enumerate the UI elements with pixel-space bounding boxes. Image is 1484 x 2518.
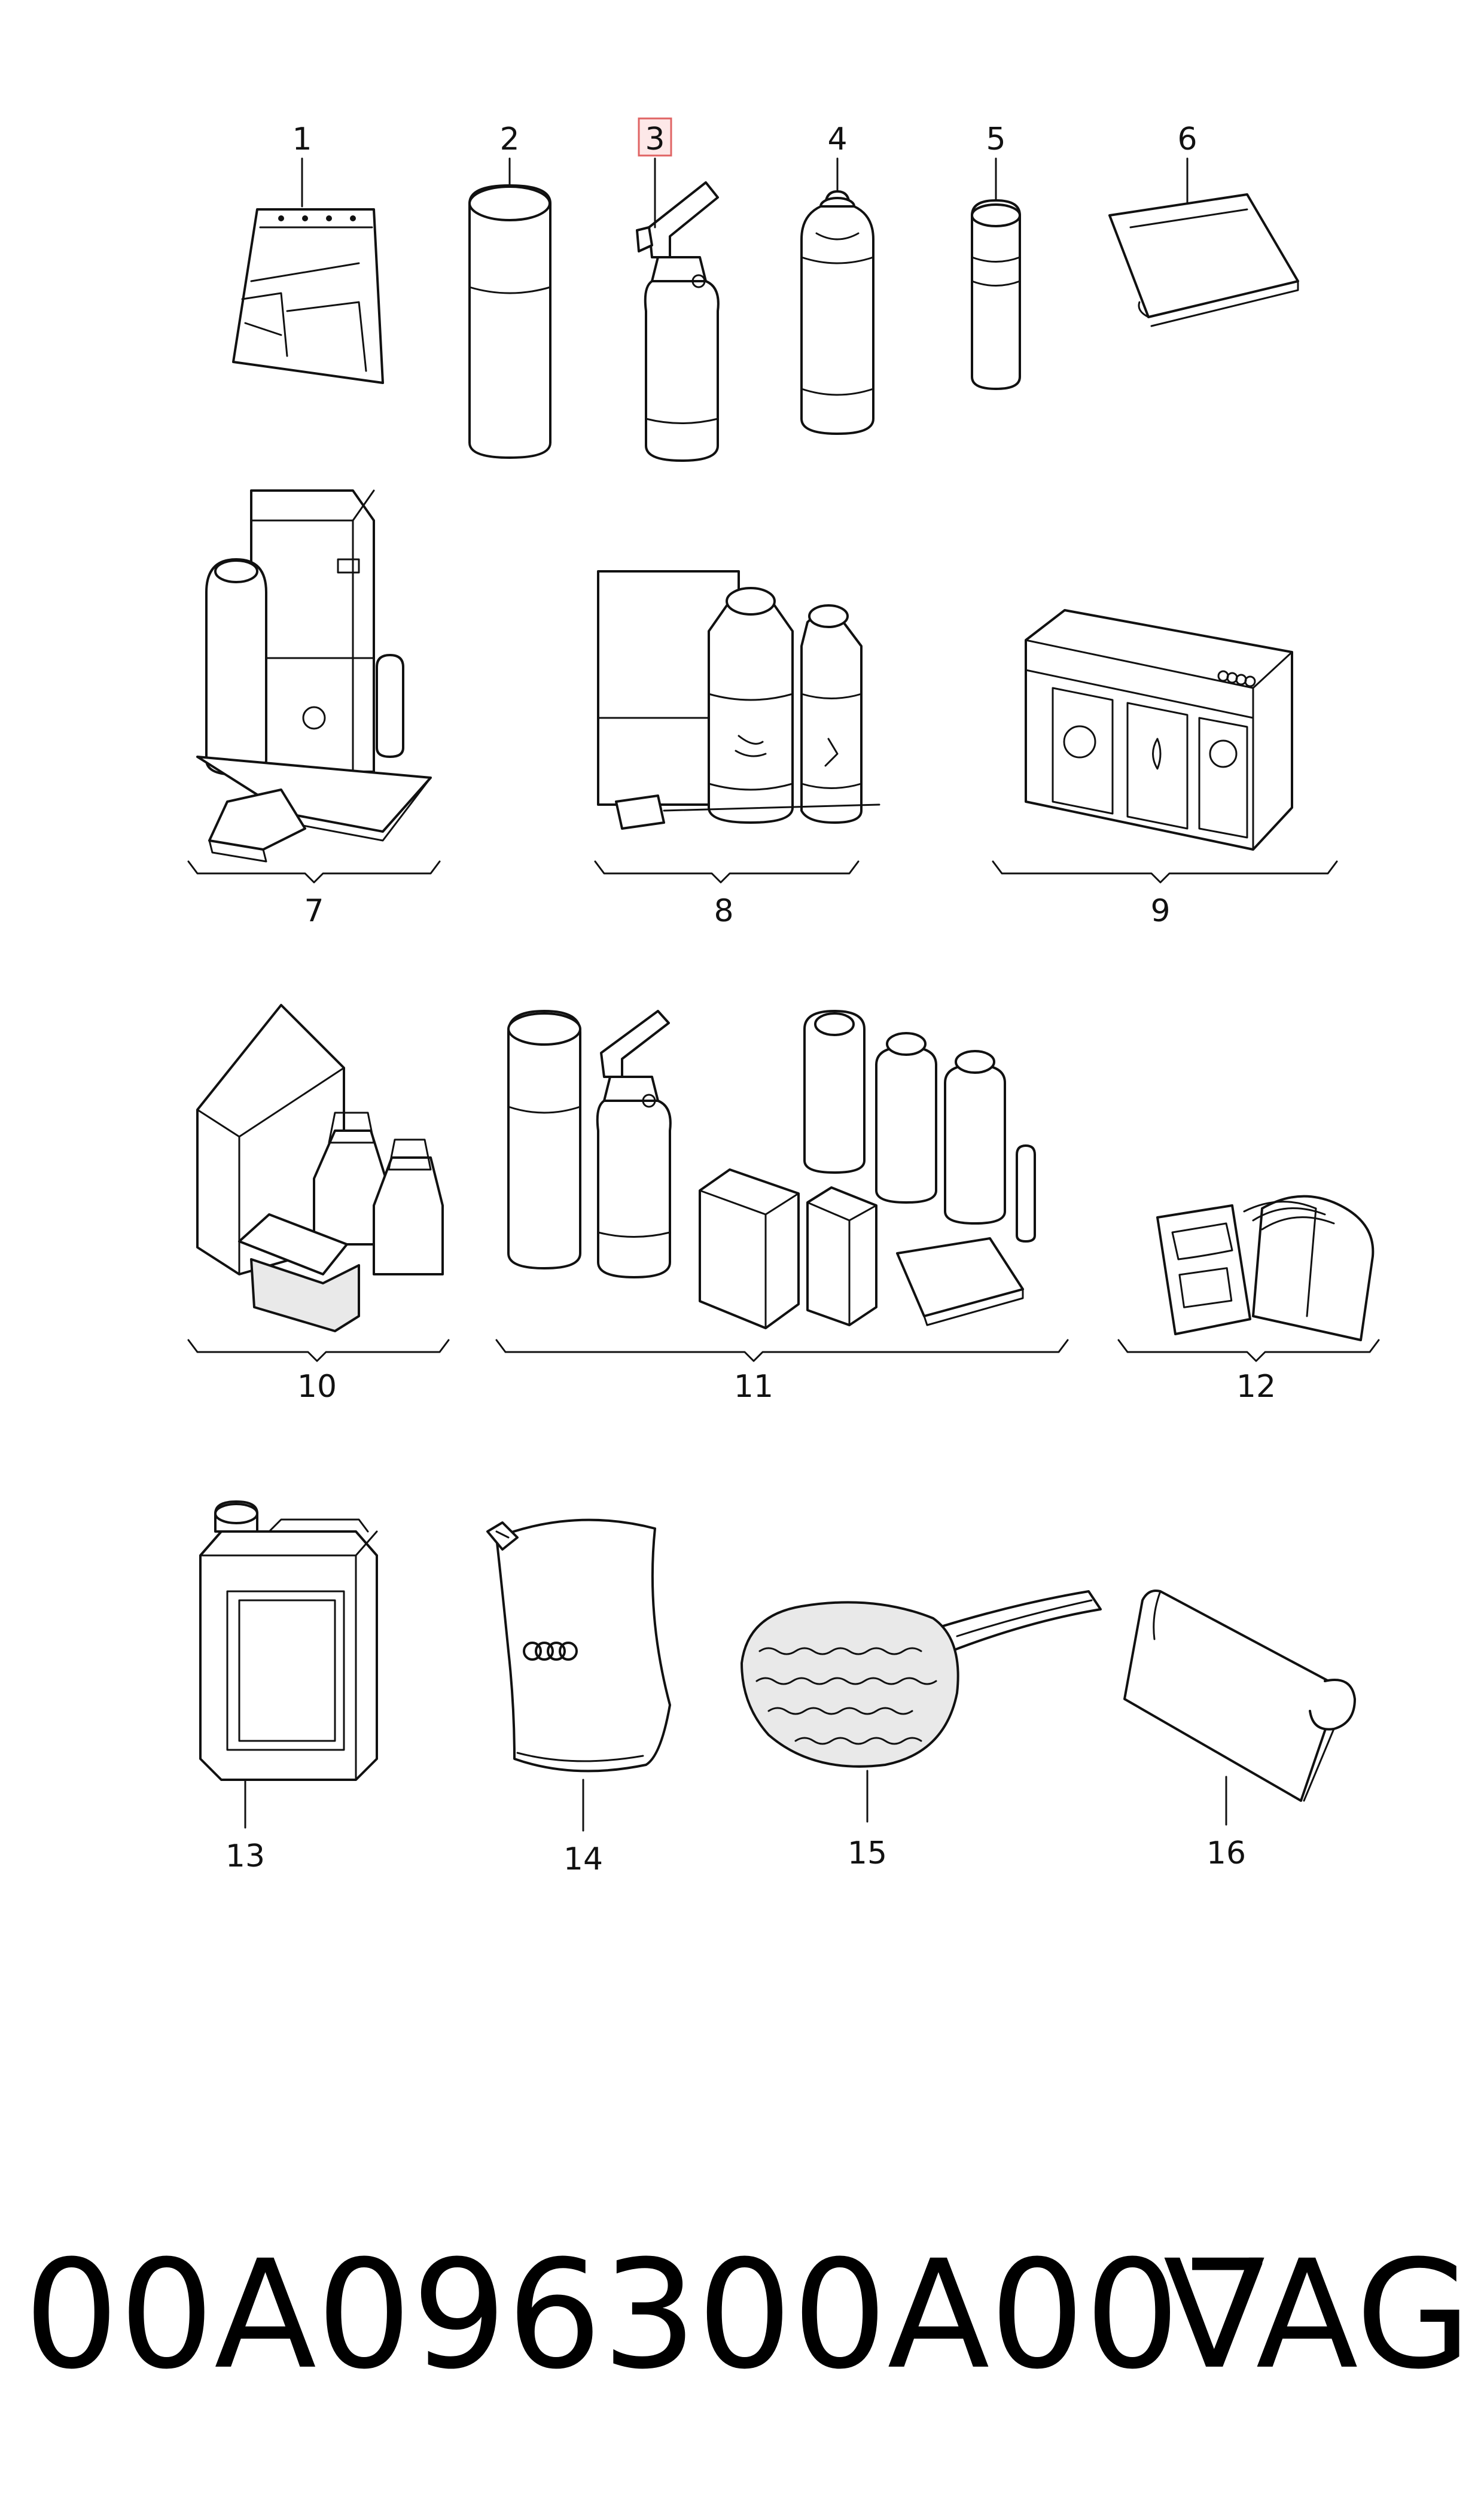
- callout-5[interactable]: 5: [986, 121, 1005, 157]
- part-8-cleaning-set[interactable]: [597, 570, 880, 830]
- callout-14[interactable]: 14: [563, 1841, 603, 1877]
- group-10-brace: [187, 1339, 450, 1362]
- part-5-small-can[interactable]: [971, 199, 1021, 390]
- part-11-full-care-kit[interactable]: [507, 1010, 1036, 1329]
- callout-6[interactable]: 6: [1177, 121, 1197, 157]
- brand-label: VAG: [1163, 2228, 1471, 2402]
- callout-10[interactable]: 10: [297, 1369, 337, 1405]
- part-1-bag[interactable]: [232, 208, 384, 384]
- diagram-footer: 00A096300A007 VAG: [24, 2225, 1471, 2405]
- part-14-refill-pouch[interactable]: [486, 1518, 671, 1773]
- callout-7[interactable]: 7: [304, 893, 324, 929]
- callout-15[interactable]: 15: [848, 1835, 887, 1871]
- part-9-gift-box[interactable]: [1025, 609, 1293, 851]
- callout-13[interactable]: 13: [226, 1838, 265, 1874]
- callout-3[interactable]: 3: [645, 121, 665, 157]
- callout-11[interactable]: 11: [734, 1369, 773, 1405]
- part-7-care-kit[interactable]: [196, 489, 432, 863]
- group-12-brace: [1117, 1339, 1380, 1362]
- callout-3-highlight-box: [638, 117, 672, 157]
- callout-12[interactable]: 12: [1236, 1369, 1276, 1405]
- part-10-leather-kit[interactable]: [196, 1004, 444, 1332]
- callout-9[interactable]: 9: [1150, 893, 1170, 929]
- part-16-squeegee[interactable]: [1123, 1590, 1356, 1802]
- group-11-brace: [495, 1339, 1069, 1362]
- callout-4[interactable]: 4: [827, 121, 847, 157]
- part-15-duster[interactable]: [741, 1590, 1102, 1768]
- callout-16[interactable]: 16: [1206, 1835, 1246, 1871]
- group-9-brace: [992, 860, 1338, 884]
- group-7-brace: [187, 860, 441, 884]
- part-12-wipes[interactable]: [1156, 1195, 1375, 1341]
- part-4-bottle[interactable]: [800, 190, 874, 435]
- part-2-aerosol-can[interactable]: [468, 184, 551, 459]
- part-6-cloth[interactable]: [1108, 193, 1299, 327]
- part-13-canister[interactable]: [199, 1500, 378, 1781]
- part-3-spray-bottle[interactable]: [636, 181, 720, 462]
- callout-1[interactable]: 1: [292, 121, 312, 157]
- group-8-brace: [594, 860, 860, 884]
- callout-8[interactable]: 8: [714, 893, 733, 929]
- callout-2[interactable]: 2: [499, 121, 519, 157]
- part-number-label: 00A096300A007: [24, 2228, 1275, 2402]
